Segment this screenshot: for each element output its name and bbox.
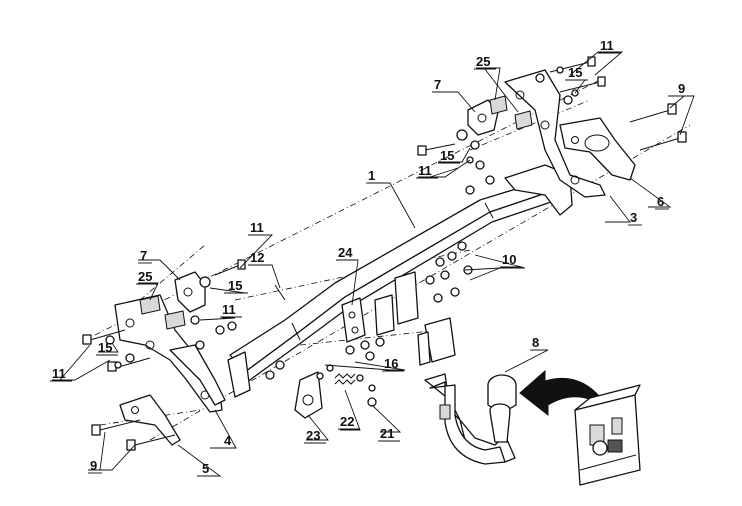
removable-tow-ball xyxy=(417,317,517,465)
left-side-bracket xyxy=(114,294,226,446)
ball-storage-case xyxy=(574,384,641,486)
socket-bracket xyxy=(294,371,323,419)
callout-7b: 7 xyxy=(140,248,147,263)
bolt-9-lower-b xyxy=(126,434,176,451)
bolt-11-bracket xyxy=(214,259,246,276)
callout-12: 12 xyxy=(250,250,264,265)
bolt-12 xyxy=(274,284,286,301)
callout-6: 6 xyxy=(657,194,664,209)
callout-23: 23 xyxy=(306,428,320,443)
callout-15c: 15 xyxy=(228,278,242,293)
bolt-11-left-a xyxy=(82,329,126,345)
callout-10: 10 xyxy=(502,252,516,267)
callout-9b: 9 xyxy=(90,458,97,473)
main-crossbar xyxy=(227,164,573,398)
clamp-plate-right xyxy=(489,95,533,130)
callout-1: 1 xyxy=(368,168,375,183)
callout-9a: 9 xyxy=(678,81,685,96)
callout-15a: 15 xyxy=(568,65,582,80)
spring xyxy=(334,373,356,385)
callout-24: 24 xyxy=(338,245,353,260)
bolt-9-upper-b xyxy=(639,131,687,151)
callout-22: 22 xyxy=(340,414,354,429)
callout-25a: 25 xyxy=(476,54,490,69)
bolt-11-mid xyxy=(417,143,456,156)
callout-15d: 15 xyxy=(98,340,112,355)
callout-7a: 7 xyxy=(434,77,441,92)
callout-5: 5 xyxy=(202,461,209,476)
callout-3: 3 xyxy=(630,210,637,225)
bolt-11-top-b xyxy=(559,76,606,93)
socket-mounting-plate xyxy=(341,271,419,343)
callout-25b: 25 xyxy=(138,269,152,284)
callout-labels: 1 3 4 5 6 7 7 8 9 9 10 11 11 11 11 11 12… xyxy=(52,38,685,476)
callout-11a: 11 xyxy=(600,38,614,53)
bolts xyxy=(82,56,687,451)
bolt-9-upper-a xyxy=(629,103,677,123)
clamp-plate-left xyxy=(139,295,186,330)
upper-bracket-right xyxy=(467,99,499,136)
callout-11c: 11 xyxy=(52,366,66,381)
callout-21: 21 xyxy=(380,426,394,441)
nut-21 xyxy=(367,397,377,407)
label-underlines xyxy=(50,52,690,477)
callout-16: 16 xyxy=(384,356,398,371)
right-side-bracket xyxy=(504,69,636,198)
callout-11d: 11 xyxy=(250,220,264,235)
callout-11b: 11 xyxy=(418,163,432,178)
callout-15b: 15 xyxy=(440,148,454,163)
callout-8: 8 xyxy=(532,335,539,350)
callout-11e: 11 xyxy=(222,302,236,317)
nuts-and-washers xyxy=(105,66,579,392)
callout-4: 4 xyxy=(224,433,232,448)
upper-bracket-left xyxy=(174,271,206,313)
bolt-9-lower-a xyxy=(91,419,141,436)
